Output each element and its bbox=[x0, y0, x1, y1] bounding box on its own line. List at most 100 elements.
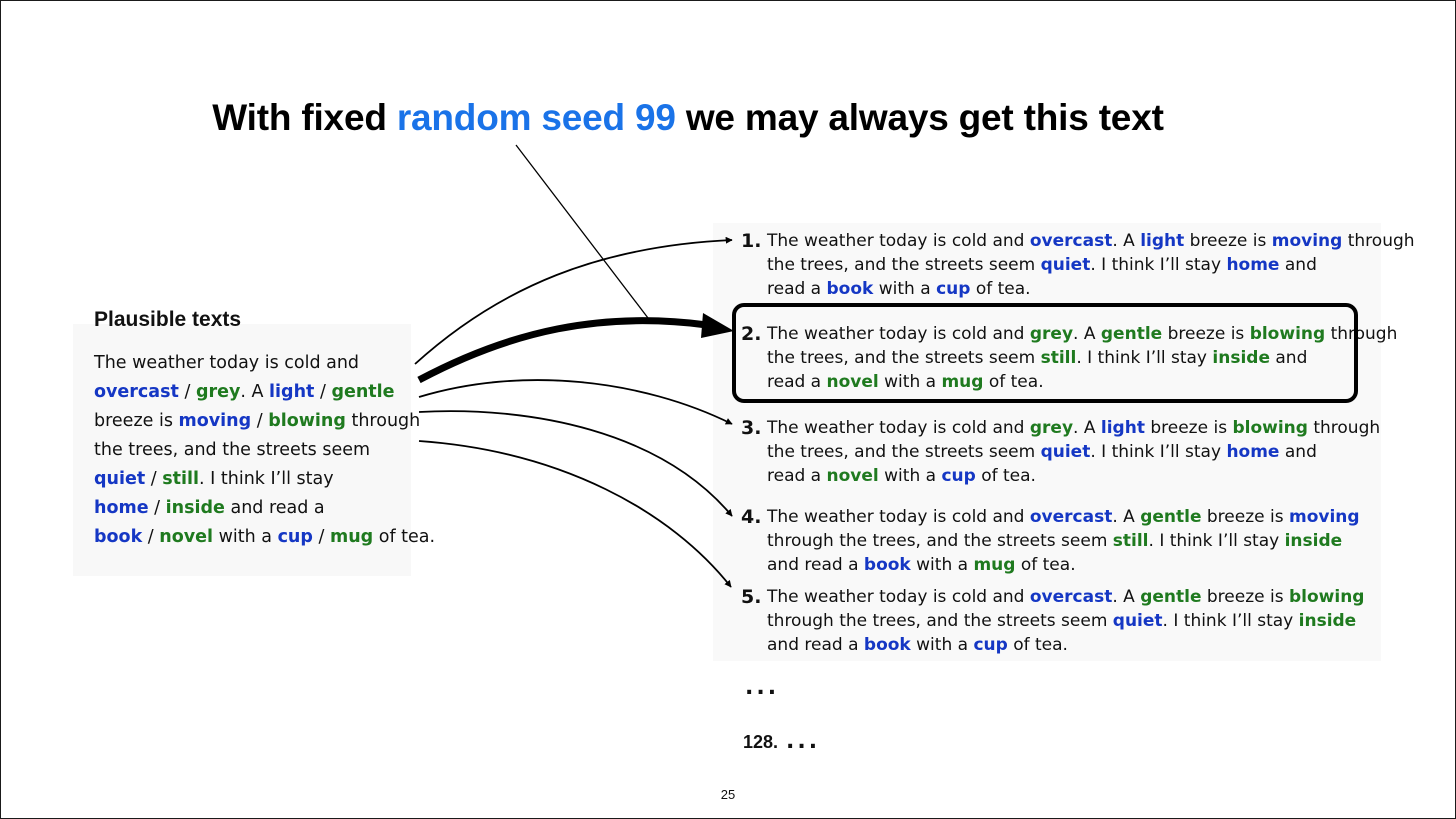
title-before: With fixed bbox=[212, 97, 397, 138]
text-segment: breeze is bbox=[1162, 324, 1250, 344]
text-segment: and bbox=[1279, 255, 1317, 275]
text-segment: and bbox=[1269, 348, 1308, 368]
text-segment: through bbox=[1342, 231, 1415, 251]
option-b-word: still bbox=[1040, 348, 1077, 368]
text-segment: . I think I’ll stay bbox=[199, 469, 334, 489]
option-b-word: inside bbox=[165, 498, 225, 518]
option-a-word: book bbox=[863, 635, 911, 655]
text-segment: breeze is bbox=[1184, 231, 1272, 251]
arrow-to-sample-5 bbox=[418, 440, 732, 588]
text-segment: / bbox=[142, 527, 160, 547]
sample-text: The weather today is cold and overcast. … bbox=[767, 505, 1360, 577]
option-a-word: book bbox=[94, 527, 143, 547]
text-segment: breeze is bbox=[1201, 587, 1289, 607]
option-a-word: light bbox=[269, 382, 315, 402]
text-segment: breeze is bbox=[1201, 507, 1289, 527]
text-segment: of tea. bbox=[1015, 555, 1076, 575]
option-b-word: blowing bbox=[1232, 418, 1308, 438]
text-segment: with a bbox=[910, 555, 974, 575]
sample-number: 4. bbox=[741, 506, 762, 528]
text-segment: through the trees, and the streets seem bbox=[767, 611, 1113, 631]
text-segment: . A bbox=[1112, 507, 1141, 527]
text-line: The weather today is cold and overcast. … bbox=[767, 585, 1364, 609]
option-a-word: overcast bbox=[1029, 587, 1113, 607]
option-a-word: home bbox=[94, 498, 149, 518]
option-a-word: cup bbox=[936, 279, 971, 299]
sample-text: The weather today is cold and overcast. … bbox=[767, 229, 1415, 301]
text-segment: read a bbox=[767, 466, 827, 486]
text-segment: . A bbox=[1073, 324, 1101, 344]
text-line: The weather today is cold and bbox=[94, 349, 435, 378]
option-b-word: inside bbox=[1298, 611, 1357, 631]
text-line: read a novel with a cup of tea. bbox=[767, 464, 1380, 488]
text-segment: with a bbox=[910, 635, 974, 655]
text-segment: . A bbox=[1073, 418, 1101, 438]
option-b-word: still bbox=[162, 469, 200, 489]
text-line: breeze is moving / blowing through bbox=[94, 407, 435, 436]
title-after: we may always get this text bbox=[675, 97, 1164, 138]
text-line: the trees, and the streets seem quiet. I… bbox=[767, 253, 1415, 277]
text-line: the trees, and the streets seem still. I… bbox=[767, 346, 1397, 370]
text-segment: . A bbox=[240, 382, 270, 402]
text-segment: The weather today is cold and bbox=[767, 507, 1030, 527]
text-segment: The weather today is cold and bbox=[767, 418, 1030, 438]
arrow-to-sample-2 bbox=[417, 317, 708, 384]
option-b-word: blowing bbox=[1288, 587, 1365, 607]
option-a-word: moving bbox=[1288, 507, 1360, 527]
text-segment: through bbox=[1325, 324, 1398, 344]
text-segment: through bbox=[345, 411, 421, 431]
text-segment: the trees, and the streets seem bbox=[94, 440, 371, 460]
text-segment: of tea. bbox=[373, 527, 436, 547]
option-a-word: home bbox=[1226, 442, 1280, 462]
page-number: 25 bbox=[720, 787, 736, 802]
arrow-to-sample-1 bbox=[414, 236, 733, 365]
arrow-to-sample-4 bbox=[418, 410, 733, 517]
slide-title: With fixed random seed 99 we may always … bbox=[1, 97, 1375, 139]
option-a-word: quiet bbox=[1112, 611, 1163, 631]
ellipsis: ... bbox=[745, 675, 780, 700]
option-b-word: gentle bbox=[1140, 507, 1202, 527]
sample-text: The weather today is cold and overcast. … bbox=[767, 585, 1364, 657]
option-a-word: quiet bbox=[1040, 442, 1091, 462]
text-segment: and read a bbox=[224, 498, 325, 518]
option-b-word: novel bbox=[159, 527, 214, 547]
text-line: through the trees, and the streets seem … bbox=[767, 609, 1364, 633]
text-segment: read a bbox=[767, 372, 827, 392]
text-line: home / inside and read a bbox=[94, 494, 435, 523]
option-b-word: grey bbox=[1029, 324, 1074, 344]
text-line: and read a book with a cup of tea. bbox=[767, 633, 1364, 657]
text-segment: and read a bbox=[767, 555, 864, 575]
option-a-word: cup bbox=[941, 466, 976, 486]
option-b-word: inside bbox=[1212, 348, 1270, 368]
text-segment: . I think I’ll stay bbox=[1090, 255, 1227, 275]
option-a-word: overcast bbox=[94, 382, 179, 402]
text-segment: / bbox=[312, 527, 330, 547]
option-b-word: still bbox=[1112, 531, 1149, 551]
option-b-word: grey bbox=[1029, 418, 1074, 438]
title-highlight: random seed 99 bbox=[396, 97, 676, 138]
text-segment: breeze is bbox=[94, 411, 179, 431]
option-b-word: gentle bbox=[1140, 587, 1202, 607]
text-line: The weather today is cold and overcast. … bbox=[767, 229, 1415, 253]
option-a-word: overcast bbox=[1029, 231, 1113, 251]
text-segment: of tea. bbox=[975, 466, 1036, 486]
option-b-word: gentle bbox=[331, 382, 395, 402]
option-a-word: book bbox=[863, 555, 911, 575]
last-sample-item: 128.... bbox=[743, 729, 820, 754]
sample-text: The weather today is cold and grey. A li… bbox=[767, 416, 1380, 488]
option-b-word: inside bbox=[1284, 531, 1343, 551]
option-a-word: moving bbox=[1271, 231, 1343, 251]
sample-number: 5. bbox=[741, 586, 762, 608]
text-segment: through the trees, and the streets seem bbox=[767, 531, 1113, 551]
text-segment: / bbox=[251, 411, 269, 431]
text-line: the trees, and the streets seem bbox=[94, 436, 435, 465]
text-segment: and bbox=[1279, 442, 1317, 462]
text-segment: read a bbox=[767, 279, 827, 299]
option-b-word: novel bbox=[826, 372, 879, 392]
text-line: The weather today is cold and overcast. … bbox=[767, 505, 1360, 529]
option-b-word: blowing bbox=[268, 411, 346, 431]
option-a-word: home bbox=[1226, 255, 1280, 275]
text-line: quiet / still. I think I’ll stay bbox=[94, 465, 435, 494]
text-segment: / bbox=[145, 469, 163, 489]
